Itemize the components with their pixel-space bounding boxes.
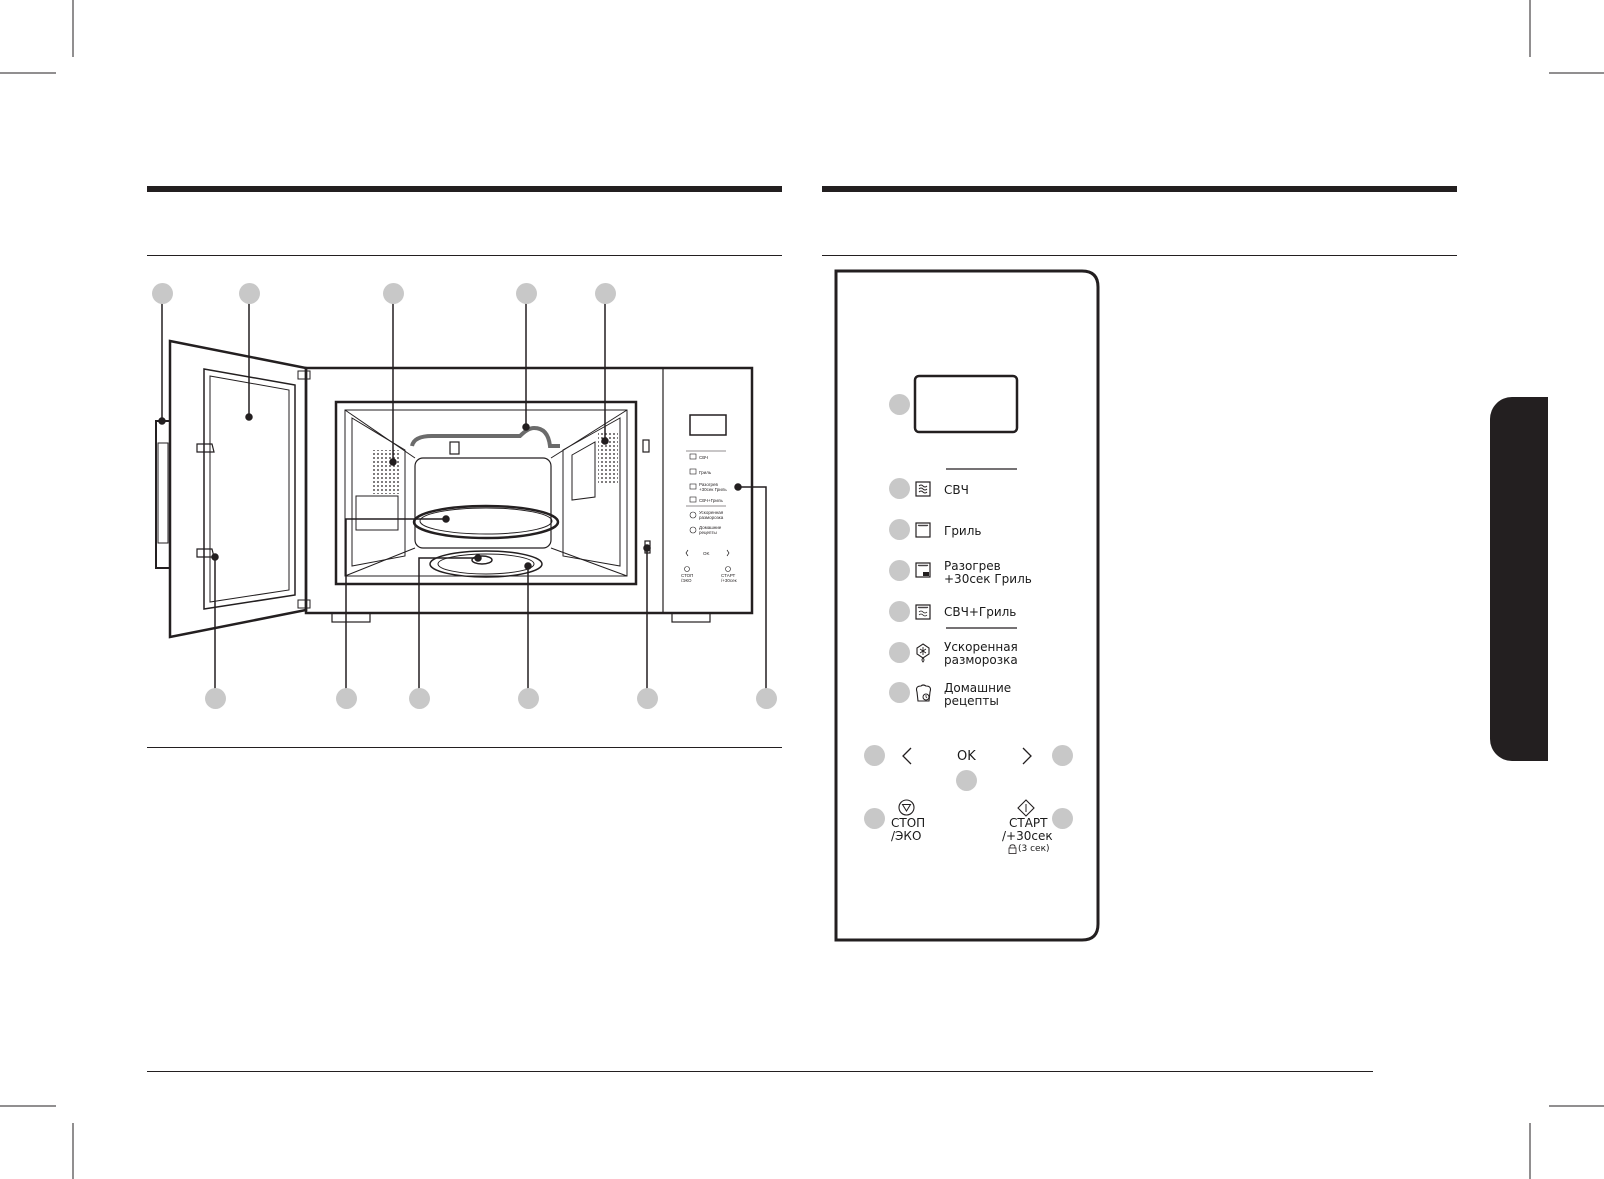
recipes-label-line2: рецепты xyxy=(944,694,999,708)
home-recipes-icon xyxy=(915,684,932,702)
callout-marker xyxy=(336,688,357,709)
mini-label-microwave: СВЧ xyxy=(699,455,708,460)
callout-marker xyxy=(205,688,226,709)
stop-label-line1: СТОП xyxy=(891,816,926,830)
callout-marker xyxy=(864,745,885,766)
callout-marker xyxy=(889,394,910,415)
stop-triangle-icon xyxy=(898,799,915,816)
reheat-label-line1: Разогрев xyxy=(944,559,1001,573)
microwave-oven-illustration: СВЧ Гриль Разогрев +30сек Гриль СВЧ+Грил… xyxy=(155,293,767,690)
mini-label-grill: Гриль xyxy=(699,470,712,475)
mini-label-ok: OK xyxy=(703,551,710,556)
oven-body xyxy=(304,366,754,615)
left-section-thin-rule xyxy=(147,255,782,256)
control-panel-outline xyxy=(834,269,1100,942)
grill-label: Гриль xyxy=(944,524,982,538)
lock-icon xyxy=(1008,844,1017,854)
callout-marker xyxy=(1052,808,1073,829)
footer-rule xyxy=(147,1071,1373,1072)
ok-label: OK xyxy=(957,749,976,764)
callout-marker xyxy=(864,808,885,829)
reheat-label-line2: +30сек Гриль xyxy=(944,572,1032,586)
defrost-label-line2: разморозка xyxy=(944,653,1018,667)
callout-marker xyxy=(637,688,658,709)
callout-marker xyxy=(516,283,537,304)
mini-label-start-2: /+30сек xyxy=(721,578,737,583)
callout-marker xyxy=(1052,745,1073,766)
door-window xyxy=(203,368,296,610)
grill-heater xyxy=(410,425,560,448)
glass-tray xyxy=(412,504,560,540)
mini-label-stop: СТОП xyxy=(681,573,693,578)
mini-label-recipes: Домашние xyxy=(699,525,722,530)
mini-label-recipes-2: рецепты xyxy=(699,530,717,535)
callout-marker xyxy=(889,682,910,703)
mini-label-start: СТАРТ xyxy=(721,573,736,578)
callout-marker xyxy=(595,283,616,304)
start-diamond-icon xyxy=(1017,799,1035,817)
mini-label-defrost: Ускоренная xyxy=(699,510,724,515)
mini-label-stop-2: /ЭКО xyxy=(681,578,692,583)
combi-label: СВЧ+Гриль xyxy=(944,605,1017,619)
chevron-right-icon xyxy=(1022,747,1032,765)
left-section-thick-rule xyxy=(147,186,782,192)
door-outline xyxy=(168,339,308,639)
section-side-tab xyxy=(1490,397,1548,761)
callout-marker xyxy=(956,770,977,791)
left-figure-bottom-rule xyxy=(147,747,782,748)
combi-icon xyxy=(915,604,931,620)
callout-marker xyxy=(889,601,910,622)
right-section-thick-rule xyxy=(822,186,1457,192)
callout-marker xyxy=(383,283,404,304)
callout-marker xyxy=(518,688,539,709)
stop-label-line2: /ЭКО xyxy=(891,829,922,843)
left-vent-holes xyxy=(372,450,400,494)
defrost-icon xyxy=(916,643,930,663)
coupler xyxy=(471,555,493,565)
chevron-left-icon xyxy=(902,747,912,765)
mini-label-combi: СВЧ+Гриль xyxy=(699,498,724,503)
oven-cavity xyxy=(334,400,638,586)
microwave-label: СВЧ xyxy=(944,483,969,497)
reheat-icon xyxy=(915,562,931,578)
callout-marker xyxy=(889,642,910,663)
recipes-label-line1: Домашние xyxy=(944,681,1012,695)
right-section-thin-rule xyxy=(822,255,1457,256)
callout-marker xyxy=(889,560,910,581)
grill-icon xyxy=(915,522,931,538)
callout-marker xyxy=(756,688,777,709)
mini-label-reheat: Разогрев xyxy=(699,482,718,487)
defrost-label-line1: Ускоренная xyxy=(944,640,1018,654)
lock-label: (3 сек) xyxy=(1018,844,1050,854)
callout-marker xyxy=(889,478,910,499)
start-label-line2: /+30сек xyxy=(1002,829,1053,843)
display-window xyxy=(913,374,1019,434)
oven-mini-panel xyxy=(684,414,731,572)
callout-marker xyxy=(889,519,910,540)
callout-marker xyxy=(152,283,173,304)
mini-label-defrost-2: разморозка xyxy=(699,515,724,520)
roller-ring xyxy=(429,550,543,578)
mini-label-reheat-2: +30сек Гриль xyxy=(699,487,727,492)
start-label-line1: СТАРТ xyxy=(1009,816,1048,830)
microwave-icon xyxy=(915,481,931,497)
callout-marker xyxy=(239,283,260,304)
callout-marker xyxy=(409,688,430,709)
